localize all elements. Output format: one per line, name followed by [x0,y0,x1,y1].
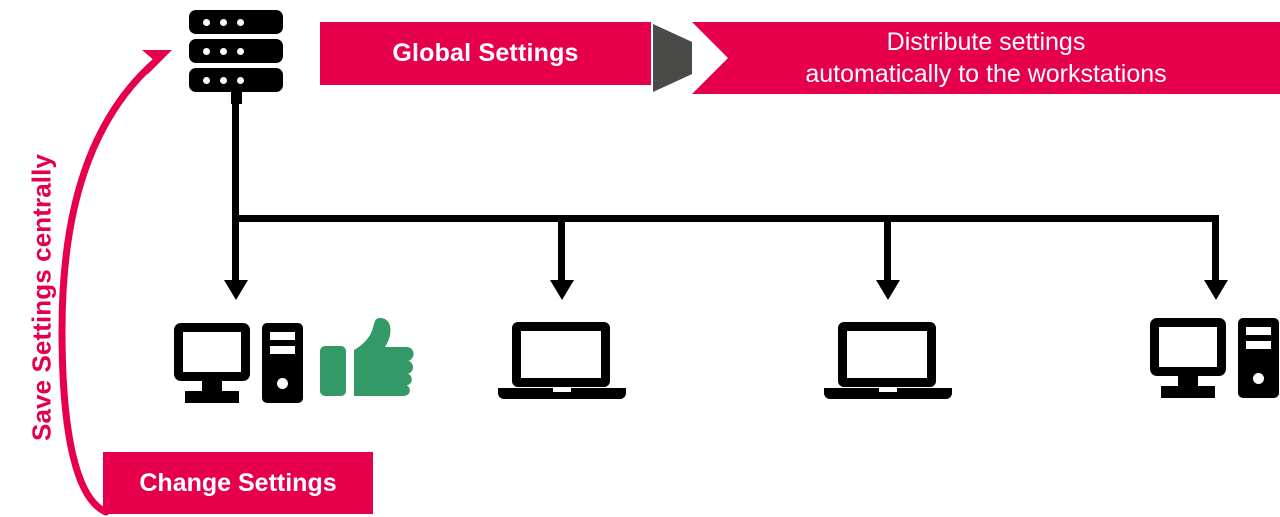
monitor-base [185,391,239,403]
connector-drop-2 [558,215,565,282]
monitor-base [1161,386,1215,398]
tower-drive-slot-2 [270,346,295,354]
monitor-neck [202,380,222,393]
server-led-5 [220,48,227,55]
side-label-save-settings-centrally: Save Settings centrally [26,154,57,441]
server-unit-3 [189,68,283,92]
server-led-8 [220,77,227,84]
computer-tower [1238,318,1279,398]
tower-drive-slot-1 [1246,327,1271,335]
server-led-2 [220,19,227,26]
laptop-trackpad-notch [879,388,897,392]
connector-bus-horizontal [232,215,1219,222]
tower-drive-slot-1 [270,332,295,340]
workstation-1-desktop-computer-icon [174,323,309,405]
connector-drop-4 [1212,215,1219,282]
tower-power-led [277,378,288,389]
laptop-base [498,388,626,399]
computer-tower [262,323,303,403]
workstation-4-desktop-computer-icon [1150,318,1280,400]
arrowhead-workstation-3 [876,280,900,300]
tower-drive-slot-2 [1246,341,1271,349]
laptop-base [824,388,952,399]
banner-distribute-line-2: automatically to the workstations [805,60,1167,88]
laptop-screen [838,322,936,387]
button-change-settings[interactable]: Change Settings [103,452,373,514]
arrowhead-workstation-4 [1204,280,1228,300]
monitor-neck [1178,375,1198,388]
banner-distribute-settings: Distribute settings automatically to the… [692,22,1280,94]
thumbs-up-icon [320,318,414,396]
monitor-screen [1150,318,1226,376]
server-unit-1 [189,10,283,34]
server-led-7 [203,77,210,84]
server-led-9 [237,77,244,84]
laptop-trackpad-notch [553,388,571,392]
laptop-screen [512,322,610,387]
connector-trunk-vertical [232,96,239,282]
server-rack-icon [189,10,283,104]
workstation-3-laptop-icon [824,322,952,400]
server-led-1 [203,19,210,26]
banner-distribute-line-1: Distribute settings [886,28,1086,56]
monitor-screen [174,323,250,381]
connector-drop-3 [884,215,891,282]
server-led-3 [237,19,244,26]
server-led-6 [237,48,244,55]
banner-global-settings: Global Settings [320,22,651,85]
arrowhead-workstation-2 [550,280,574,300]
workstation-2-laptop-icon [498,322,626,400]
server-led-4 [203,48,210,55]
arrowhead-workstation-1 [224,280,248,300]
server-unit-2 [189,39,283,63]
tower-power-led [1253,373,1264,384]
